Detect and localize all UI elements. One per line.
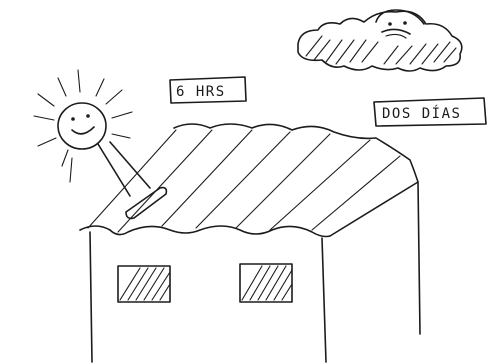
window-left xyxy=(117,265,171,303)
cloud-hatching xyxy=(305,35,457,65)
cloud-icon xyxy=(297,9,463,72)
cloud-time-text: DOS DÍAS xyxy=(382,105,461,122)
roof-corrugations xyxy=(87,129,401,233)
sun-time-label: 6 HRS xyxy=(169,76,247,104)
sun-rays xyxy=(33,69,133,183)
sun-time-text: 6 HRS xyxy=(176,84,226,100)
house-icon xyxy=(79,123,421,363)
cloud-time-label: DOS DÍAS xyxy=(373,97,487,127)
window-right xyxy=(239,263,293,303)
sun-icon xyxy=(33,69,151,197)
